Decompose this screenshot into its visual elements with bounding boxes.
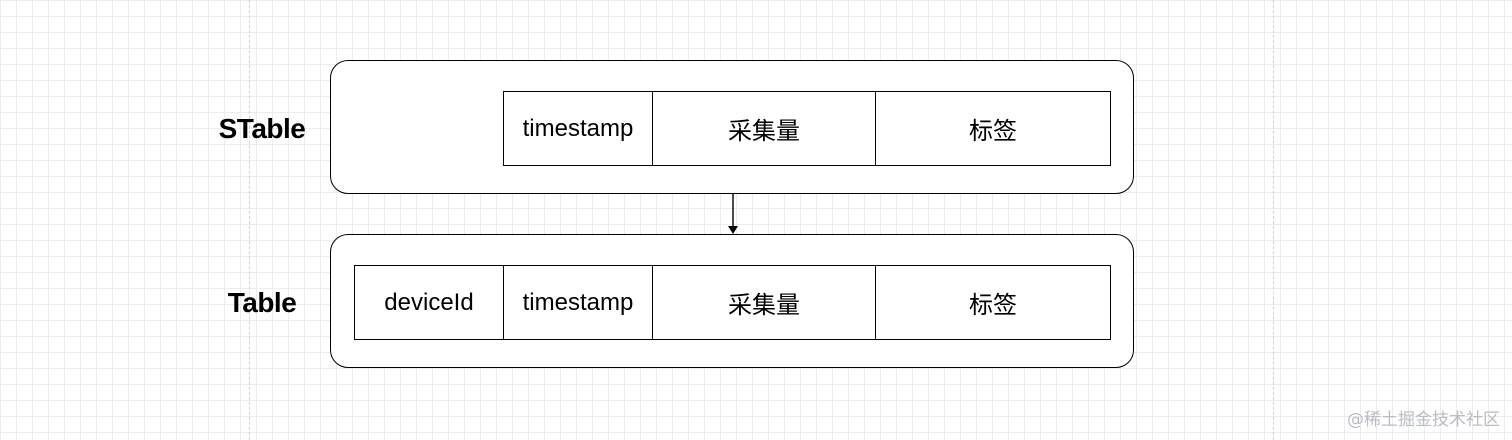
guide-line-right bbox=[1273, 0, 1274, 440]
table-label: Table bbox=[227, 287, 297, 318]
table-columns: deviceId timestamp 采集量 标签 bbox=[354, 265, 1111, 340]
guide-line-left bbox=[249, 0, 250, 440]
table-container[interactable]: deviceId timestamp 采集量 标签 bbox=[330, 234, 1134, 368]
table-column-deviceid[interactable]: deviceId bbox=[355, 266, 504, 339]
stable-column-timestamp[interactable]: timestamp bbox=[504, 92, 653, 165]
table-column-tags[interactable]: 标签 bbox=[969, 291, 1017, 319]
stable-label: STable bbox=[218, 113, 306, 144]
table-column-metrics[interactable]: 采集量 bbox=[653, 266, 876, 339]
stable-column-tags[interactable]: 标签 bbox=[969, 117, 1017, 145]
table-column-timestamp[interactable]: timestamp bbox=[504, 266, 653, 339]
stable-columns: timestamp 采集量 标签 bbox=[503, 91, 1111, 166]
stable-column-metrics[interactable]: 采集量 bbox=[653, 92, 876, 165]
watermark: @稀土掘金技术社区 bbox=[1347, 410, 1500, 430]
down-arrow bbox=[728, 194, 738, 234]
stable-container[interactable]: timestamp 采集量 标签 bbox=[330, 60, 1134, 194]
arrow-head bbox=[728, 226, 738, 234]
